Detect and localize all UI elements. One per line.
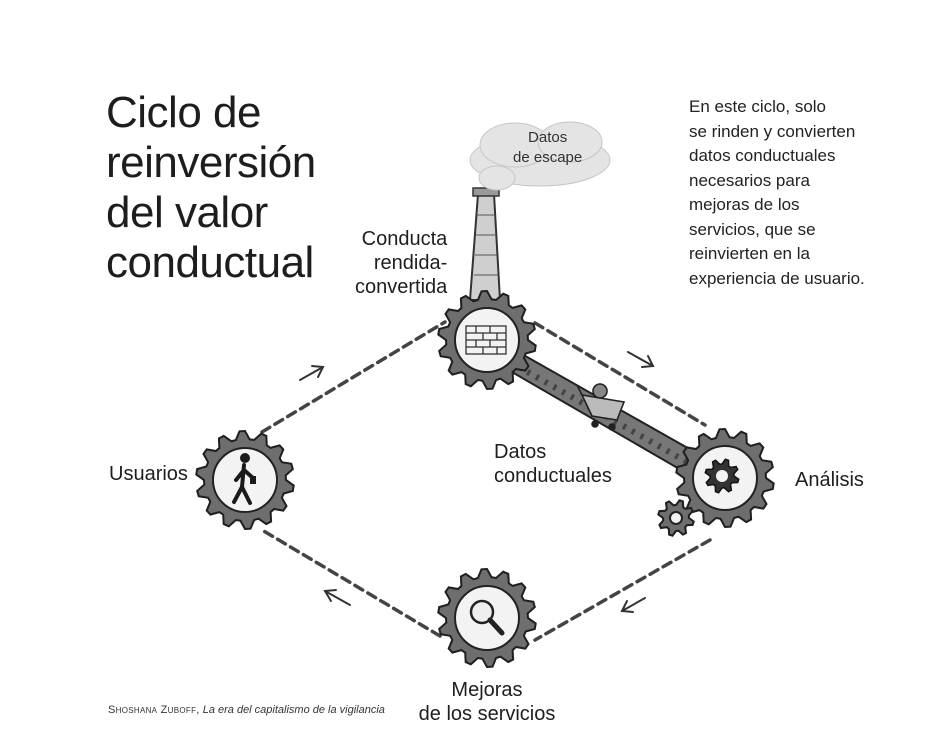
gear-users (195, 429, 295, 531)
note-line: datos conductuales (689, 146, 836, 165)
analysis-label: Análisis (795, 469, 864, 491)
cycle-paths (260, 320, 712, 642)
title-line: conductual (106, 238, 314, 287)
note-line: servicios, que se (689, 219, 816, 239)
arrow-down-left (620, 597, 646, 613)
behavioral-data-label: Datos conductuales (494, 441, 612, 487)
small-gear-icon (704, 458, 740, 494)
path-users-to-top (260, 320, 447, 434)
title-line: Ciclo de (106, 88, 261, 137)
path-analysis-to-bottom (533, 538, 712, 642)
walking-person-icon (232, 453, 256, 505)
magnifier-icon (469, 599, 505, 636)
smoke-cloud (469, 121, 611, 191)
note-line: mejoras de los (689, 195, 800, 214)
title-line: del valor (106, 188, 268, 237)
note-line: se rinden y convierten (689, 121, 856, 141)
explanatory-note: En este ciclo, solo se rinden y conviert… (689, 95, 919, 291)
brick-wall-icon (465, 325, 507, 355)
direction-arrows (299, 351, 655, 613)
path-bottom-to-users (260, 528, 442, 638)
title-line: reinversión (106, 138, 316, 187)
users-label: Usuarios (109, 463, 188, 485)
diagram-title: Ciclo de reinversión del valor conductua… (106, 88, 316, 288)
arrow-down-right (627, 351, 655, 368)
shopping-cart-icon (576, 383, 626, 431)
arrow-up-right (299, 365, 325, 381)
note-line: necesarios para (689, 170, 810, 190)
credit-author: Shoshana Zuboff, (108, 704, 200, 716)
note-line: experiencia de usuario. (689, 268, 865, 288)
conduct-label: Conducta rendida- convertida (355, 228, 448, 298)
note-line: reinvierten en la (689, 244, 810, 263)
improvements-label: Mejoras de los servicios (418, 679, 556, 725)
source-credit: Shoshana Zuboff, La era del capitalismo … (108, 704, 385, 716)
gears (195, 289, 775, 669)
path-top-to-analysis (533, 321, 707, 427)
factory-chimney-icon (468, 187, 502, 301)
note-line: En este ciclo, solo (689, 97, 827, 116)
gear-small-analysis (657, 499, 695, 537)
arrow-up-left (323, 589, 351, 606)
credit-book: La era del capitalismo de la vigilancia (202, 704, 385, 716)
exhaust-data-label: Datos de escape (513, 129, 583, 166)
